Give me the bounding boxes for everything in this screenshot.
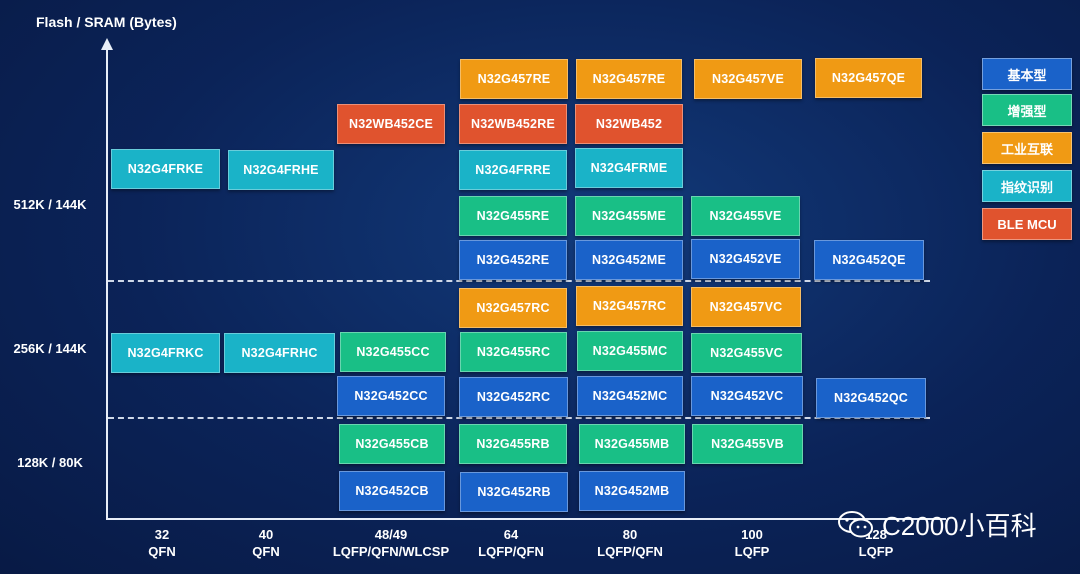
chip-n32g4frhe: N32G4FRHE [228, 150, 334, 190]
chip-n32g452cb: N32G452CB [339, 471, 445, 511]
legend-basic: 基本型 [982, 58, 1072, 90]
chip-n32g4frkc: N32G4FRKC [111, 333, 220, 373]
chip-n32g457rc-64: N32G457RC [459, 288, 567, 328]
separator-256k [108, 417, 930, 419]
wechat-icon [838, 510, 874, 540]
chip-n32g452qe: N32G452QE [814, 240, 924, 280]
chip-n32wb452ce: N32WB452CE [337, 104, 445, 144]
chip-n32g457rc-80: N32G457RC [576, 286, 683, 326]
chip-n32g4frke: N32G4FRKE [111, 149, 220, 189]
x-axis-line [106, 518, 946, 520]
legend-enhanced: 增强型 [982, 94, 1072, 126]
x-label-package: LQFP/QFN [597, 544, 663, 559]
chip-n32g455mc: N32G455MC [577, 331, 683, 371]
watermark-text: C2000小百科 [882, 511, 1037, 541]
chip-n32g455re: N32G455RE [459, 196, 567, 236]
x-label-package: QFN [252, 544, 280, 559]
chip-n32g455vc: N32G455VC [691, 333, 802, 373]
x-label-package: LQFP [858, 544, 894, 559]
chip-n32g452cc: N32G452CC [337, 376, 445, 416]
chip-n32g455rc: N32G455RC [460, 332, 567, 372]
chip-n32g452mb: N32G452MB [579, 471, 685, 511]
x-label-pins: 80 [622, 527, 638, 542]
x-label-package: LQFP/QFN/WLCSP [332, 544, 450, 559]
legend-fingerprint: 指纹识别 [982, 170, 1072, 202]
x-label-pins: 40 [258, 527, 274, 542]
chip-n32g452ve: N32G452VE [691, 239, 800, 279]
watermark: C2000小百科 [838, 506, 1037, 543]
chip-n32g457qe: N32G457QE [815, 58, 922, 98]
y-label-512k: 512K / 144K [13, 197, 87, 212]
y-label-256k: 256K / 144K [13, 341, 87, 356]
chip-n32g452vc: N32G452VC [691, 376, 803, 416]
chip-n32g457ve: N32G457VE [694, 59, 802, 99]
chip-n32wb452re: N32WB452RE [459, 104, 567, 144]
y-axis-arrow [101, 38, 113, 50]
chip-n32g455cb: N32G455CB [339, 424, 445, 464]
chip-n32g457re-80: N32G457RE [576, 59, 682, 99]
chip-n32g452mc: N32G452MC [577, 376, 683, 416]
chip-n32g457vc: N32G457VC [691, 287, 801, 327]
chip-n32g455cc: N32G455CC [340, 332, 446, 372]
chip-n32g452qc: N32G452QC [816, 378, 926, 418]
x-label-package: LQFP [734, 544, 770, 559]
chip-n32g457re-64: N32G457RE [460, 59, 568, 99]
x-label-package: QFN [148, 544, 176, 559]
chip-n32g4frre: N32G4FRRE [459, 150, 567, 190]
x-label-pins: 100 [741, 527, 763, 542]
x-label-pins: 48/49 [374, 527, 408, 542]
x-label-pins: 64 [503, 527, 519, 542]
legend-ble-mcu: BLE MCU [982, 208, 1072, 240]
chip-n32g455me: N32G455ME [575, 196, 683, 236]
chip-n32g455vb: N32G455VB [692, 424, 803, 464]
chip-n32g452re: N32G452RE [459, 240, 567, 280]
chip-n32g455mb: N32G455MB [579, 424, 685, 464]
y-axis-line [106, 48, 108, 520]
chip-n32g452rb: N32G452RB [460, 472, 568, 512]
chip-n32g455ve: N32G455VE [691, 196, 800, 236]
separator-512k [108, 280, 930, 282]
chip-n32g4frhc: N32G4FRHC [224, 333, 335, 373]
legend-industrial: 工业互联 [982, 132, 1072, 164]
chip-n32g452me: N32G452ME [575, 240, 683, 280]
chip-n32g455rb: N32G455RB [459, 424, 567, 464]
chip-n32g452rc: N32G452RC [459, 377, 568, 417]
x-label-package: LQFP/QFN [478, 544, 544, 559]
y-label-128k: 128K / 80K [17, 455, 83, 470]
chip-n32wb452: N32WB452 [575, 104, 683, 144]
x-label-pins: 32 [154, 527, 170, 542]
chip-n32g4frme: N32G4FRME [575, 148, 683, 188]
y-axis-title: Flash / SRAM (Bytes) [36, 14, 177, 30]
